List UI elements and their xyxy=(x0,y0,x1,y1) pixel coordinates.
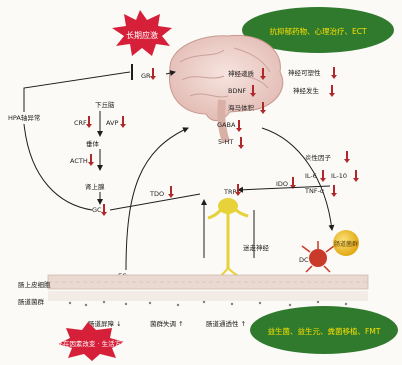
gut-wall-icon xyxy=(48,275,368,301)
vagus-nerve-label: 迷走神经 xyxy=(243,243,270,252)
bacteria-label: 肠道菌群 xyxy=(334,240,358,248)
neurotransmitter-label: 神经递质 xyxy=(228,69,255,78)
hpa-axis-label: HPA轴异常 xyxy=(8,113,40,122)
trp-label: TRP xyxy=(223,188,236,196)
tdo-label: TDO xyxy=(149,190,164,198)
gr-label: GR xyxy=(141,72,151,80)
gut-flora-label: 肠道菌群 xyxy=(18,297,45,306)
ido-label: IDO xyxy=(276,180,288,188)
stress-burst-label: 长期应激 xyxy=(126,30,158,40)
treatment-oval-label: 抗抑郁药物、心理治疗、ECT xyxy=(269,26,366,36)
neurogenesis-label: 神经发生 xyxy=(293,86,320,95)
permeability-label: 肠道通透性 ↑ xyxy=(206,319,246,328)
hypothalamus-label: 下丘脑 xyxy=(95,100,115,109)
serotonin-label: 5-HT xyxy=(218,138,233,146)
gaba-label: GABA xyxy=(217,121,236,129)
acth-label: ACTH xyxy=(70,157,88,165)
gut-barrier-label: 肠道屏障 ↓ xyxy=(88,319,122,328)
bdnf-label: BDNF xyxy=(228,87,246,95)
neuroplasticity-label: 神经可塑性 xyxy=(288,68,321,77)
bacteria-icon: 肠道菌群 xyxy=(333,230,359,256)
probiotics-oval: 益生菌、益生元、粪菌移植、FMT xyxy=(250,306,398,354)
bottom-burst-label: 外在因素改变 · 生活方式 xyxy=(56,339,128,348)
avp-label: AVP xyxy=(106,119,118,127)
gut-flora-dots xyxy=(69,301,347,306)
il6-label: IL-6 xyxy=(305,172,317,180)
stress-burst-icon: 长期应激 xyxy=(112,10,172,56)
neuron-icon xyxy=(208,198,248,282)
il10-label: IL-10 xyxy=(331,172,347,180)
probiotics-oval-label: 益生菌、益生元、粪菌移植、FMT xyxy=(268,326,381,336)
dysbiosis-label: 菌群失调 ↑ xyxy=(150,319,184,328)
hippocampus-label: 海马体积 xyxy=(228,103,255,112)
dc-label: DC xyxy=(299,256,309,264)
adrenal-label: 肾上腺 xyxy=(85,182,105,191)
crf-label: CRF xyxy=(74,119,87,127)
gut-epithelium-label: 肠上皮细胞 xyxy=(18,280,51,289)
gc-label: GC xyxy=(92,206,102,214)
pituitary-label: 垂体 xyxy=(86,139,100,148)
inflammatory-factors-label: 炎性因子 xyxy=(305,153,332,162)
